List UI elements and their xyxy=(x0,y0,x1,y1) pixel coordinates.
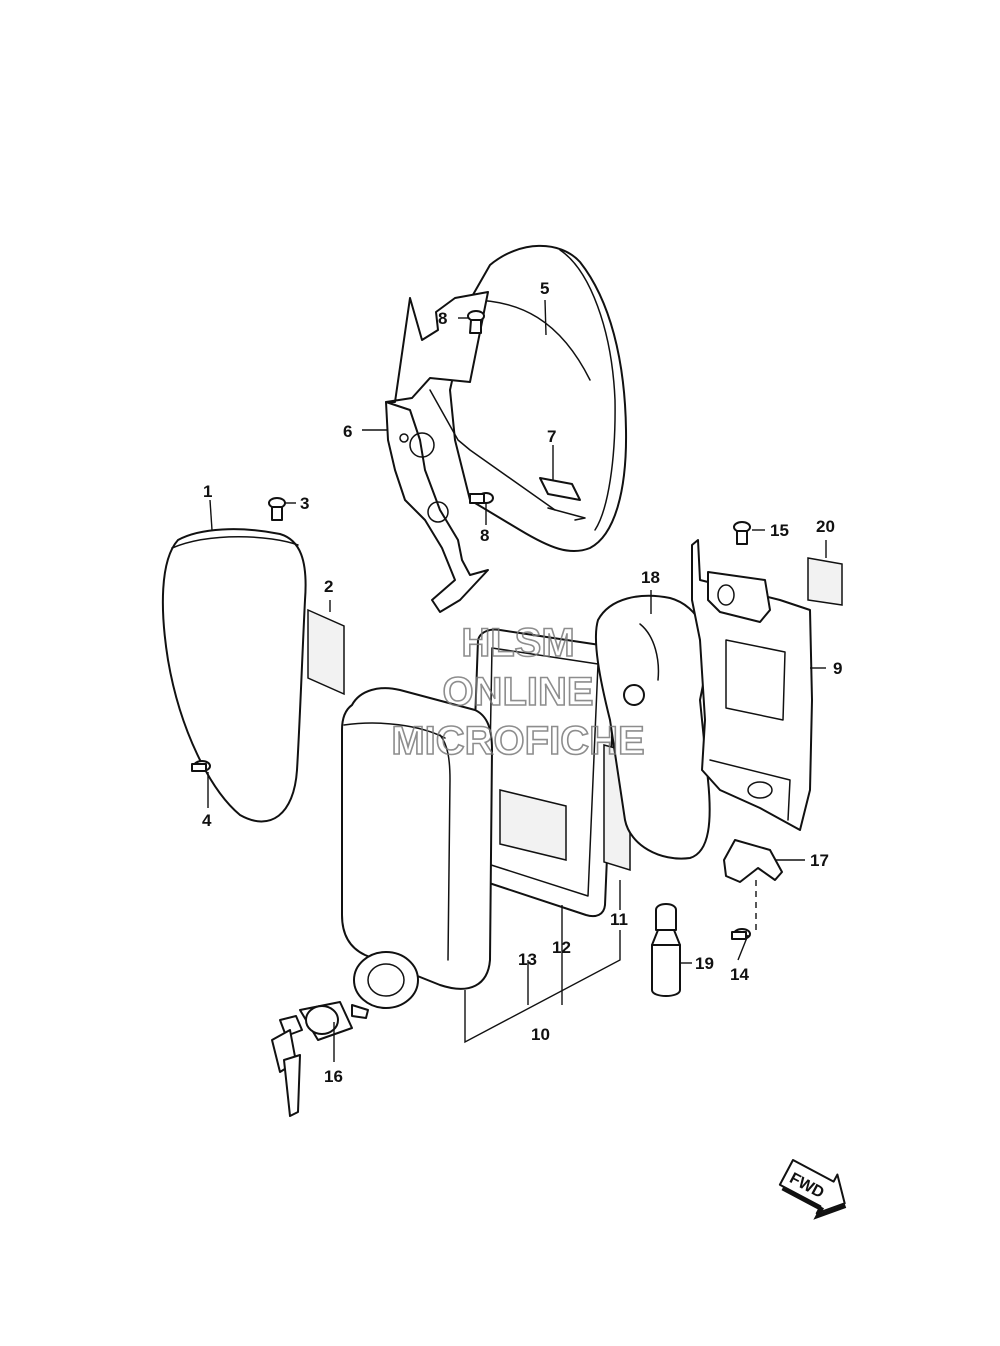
callout-12[interactable]: 12 xyxy=(552,938,571,957)
part-6-side-plate[interactable] xyxy=(385,291,556,613)
part-5-upper-cover[interactable] xyxy=(449,244,628,553)
part-4-screw[interactable] xyxy=(191,760,211,772)
part-3-screw[interactable] xyxy=(268,497,286,521)
part-8-screw-lower[interactable] xyxy=(469,492,494,504)
callout-2[interactable]: 2 xyxy=(324,577,333,596)
callout-10[interactable]: 10 xyxy=(531,1025,550,1044)
callout-labels: 1 2 3 4 5 6 7 8 8 9 10 11 12 13 14 15 16… xyxy=(202,279,842,1086)
part-18-inner-cover[interactable] xyxy=(594,594,711,860)
callout-17[interactable]: 17 xyxy=(810,851,829,870)
part-19-pin[interactable] xyxy=(651,903,681,997)
part-8-screw-upper[interactable] xyxy=(467,310,485,334)
callout-14[interactable]: 14 xyxy=(730,965,749,984)
callout-7[interactable]: 7 xyxy=(547,427,556,446)
part-2-pad[interactable] xyxy=(307,608,345,696)
part-20-pad[interactable] xyxy=(807,557,843,606)
callout-18[interactable]: 18 xyxy=(641,568,660,587)
part-7-clip[interactable] xyxy=(539,477,586,521)
part-17-clip[interactable] xyxy=(723,839,783,883)
callout-6[interactable]: 6 xyxy=(343,422,352,441)
leader-lines xyxy=(207,299,827,1062)
watermark: HLSM ONLINE MICROFICHE xyxy=(391,620,646,764)
callout-13[interactable]: 13 xyxy=(518,950,537,969)
watermark-line-1: HLSM xyxy=(461,621,574,665)
watermark-line-2: ONLINE xyxy=(442,670,593,714)
callout-3[interactable]: 3 xyxy=(300,494,309,513)
leader-bracket-10 xyxy=(464,930,621,1044)
callout-15[interactable]: 15 xyxy=(770,521,789,540)
part-10-box[interactable] xyxy=(341,687,493,990)
callout-19[interactable]: 19 xyxy=(695,954,714,973)
callout-5[interactable]: 5 xyxy=(540,279,549,298)
callout-1[interactable]: 1 xyxy=(203,482,212,501)
part-13-pad[interactable] xyxy=(499,789,567,861)
callout-16[interactable]: 16 xyxy=(324,1067,343,1086)
callout-9[interactable]: 9 xyxy=(833,659,842,678)
fwd-arrow-icon: FWD xyxy=(778,1159,847,1220)
part-16-lock[interactable] xyxy=(271,951,419,1117)
callout-20[interactable]: 20 xyxy=(816,517,835,536)
callout-8-lower[interactable]: 8 xyxy=(480,526,489,545)
callout-4[interactable]: 4 xyxy=(202,811,212,830)
callout-11[interactable]: 11 xyxy=(610,910,628,929)
callout-8-upper[interactable]: 8 xyxy=(438,309,447,328)
watermark-line-3: MICROFICHE xyxy=(391,719,644,763)
part-1-side-cover[interactable] xyxy=(161,528,307,823)
part-15-screw[interactable] xyxy=(733,521,751,545)
part-9-bracket[interactable] xyxy=(691,539,813,831)
